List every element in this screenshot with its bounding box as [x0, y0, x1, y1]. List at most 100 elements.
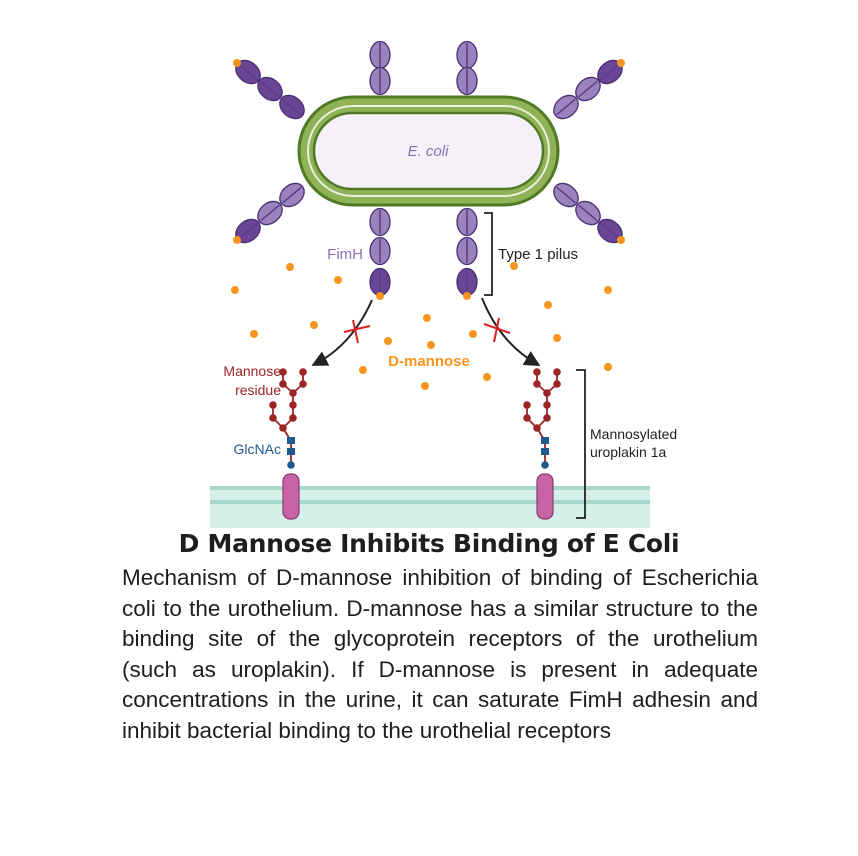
uroplakin-bracket: [576, 369, 586, 519]
d-mannose-dot: [384, 337, 392, 345]
ecoli-bacterium: E. coli: [297, 95, 560, 207]
d-mannose-dot: [604, 286, 612, 294]
pilus-axis: [578, 80, 598, 98]
mannose-residue: [553, 380, 561, 388]
uroplakin-receptor: [536, 473, 554, 520]
blocked-binding-arrow-right: [481, 297, 541, 366]
d-mannose-dot: [510, 262, 518, 270]
mannose-residue: [523, 414, 531, 422]
pilus-subunit: [369, 40, 391, 70]
d-mannose-dot: [483, 373, 491, 381]
d-mannose-dot: [359, 366, 367, 374]
mechanism-diagram: E. coli FimH Type 1 pilus D-mannose Mann…: [208, 40, 677, 528]
ecoli-label: E. coli: [408, 143, 450, 160]
bound-mannose-dot: [233, 236, 241, 244]
d-mannose-dot: [553, 334, 561, 342]
mannose-residue: [533, 380, 541, 388]
d-mannose-label: D-mannose: [388, 353, 470, 370]
mannosylated-uroplakin: [523, 368, 561, 520]
bound-mannose-dot: [617, 236, 625, 244]
mannose-residue: [279, 380, 287, 388]
glycan-receptors: [269, 368, 561, 520]
pilus-axis: [282, 98, 302, 116]
mannose-residue: [543, 414, 551, 422]
uroplakin-label: uroplakin 1a: [590, 444, 666, 460]
pilus-subunit: [456, 40, 478, 70]
pilus-axis: [260, 204, 280, 222]
pilus-axis: [260, 80, 280, 98]
glcnac-circle: [287, 461, 295, 469]
pilus-subunit: [369, 267, 391, 297]
pilus-subunit: [456, 207, 478, 237]
mannose-residue: [523, 401, 531, 409]
pilus-subunit: [279, 94, 305, 120]
glcnac-square: [541, 437, 549, 444]
block-x-icon: [483, 317, 511, 343]
glcnac-square: [287, 437, 295, 444]
d-mannose-molecules: [231, 262, 612, 390]
glcnac-label: GlcNAc: [234, 441, 281, 457]
pilus-subunit: [553, 182, 579, 208]
mannose-residue-label: residue: [235, 382, 281, 398]
pilus-subunit: [257, 200, 283, 226]
pilus-subunit: [456, 236, 478, 266]
mannose-residue: [279, 424, 287, 432]
pili-group: [233, 40, 625, 300]
mannose-residue-label: Mannose: [223, 363, 281, 379]
block-x-icon: [343, 319, 371, 344]
mannose-residue: [553, 368, 561, 376]
mannose-residue: [269, 414, 277, 422]
fimh-label: FimH: [327, 246, 363, 263]
d-mannose-dot: [427, 341, 435, 349]
blocked-binding-arrow-left: [311, 299, 373, 366]
d-mannose-dot: [604, 363, 612, 371]
d-mannose-dot: [421, 382, 429, 390]
d-mannose-dot: [423, 314, 431, 322]
pilus-subunit: [257, 76, 283, 102]
pilus-bracket: [484, 212, 493, 296]
mannose-residue: [533, 368, 541, 376]
mannose-residue: [289, 414, 297, 422]
mannose-residue: [289, 401, 297, 409]
pilus-axis: [578, 204, 598, 222]
bound-mannose-dot: [376, 292, 384, 300]
pilus-subunit: [369, 236, 391, 266]
pilus-axis: [238, 222, 258, 240]
d-mannose-dot: [310, 321, 318, 329]
d-mannose-dot: [286, 263, 294, 271]
mannose-residue: [543, 389, 551, 397]
mannose-residue: [279, 368, 287, 376]
d-mannose-dot: [250, 330, 258, 338]
glcnac-square: [541, 448, 549, 455]
pilus-subunit: [575, 76, 601, 102]
mannose-residue: [269, 401, 277, 409]
figure-title: D Mannose Inhibits Binding of E Coli: [178, 529, 680, 558]
mannosylated-uroplakin: [269, 368, 307, 520]
mannose-residue: [299, 380, 307, 388]
glcnac-square: [287, 448, 295, 455]
pilus-label: Type 1 pilus: [498, 246, 578, 263]
d-mannose-dot: [334, 276, 342, 284]
bound-mannose-dot: [617, 59, 625, 67]
d-mannose-dot: [231, 286, 239, 294]
bound-mannose-dot: [463, 292, 471, 300]
mannose-residue: [543, 401, 551, 409]
figure-caption: Mechanism of D-mannose inhibition of bin…: [122, 565, 758, 743]
urothelium-membrane: [210, 486, 650, 528]
pilus-subunit: [456, 66, 478, 96]
mannose-residue: [299, 368, 307, 376]
pilus-axis: [282, 186, 302, 204]
pilus-axis: [238, 63, 258, 81]
pilus-subunit: [456, 267, 478, 297]
uroplakin-label: Mannosylated: [590, 426, 677, 442]
d-mannose-dot: [544, 301, 552, 309]
pilus-axis: [556, 98, 576, 116]
pilus-subunit: [369, 66, 391, 96]
pilus-axis: [600, 63, 620, 81]
glcnac-circle: [541, 461, 549, 469]
mannose-residue: [289, 389, 297, 397]
d-mannose-dot: [469, 330, 477, 338]
pilus-subunit: [369, 207, 391, 237]
pilus-subunit: [575, 200, 601, 226]
uroplakin-receptor: [282, 473, 300, 520]
